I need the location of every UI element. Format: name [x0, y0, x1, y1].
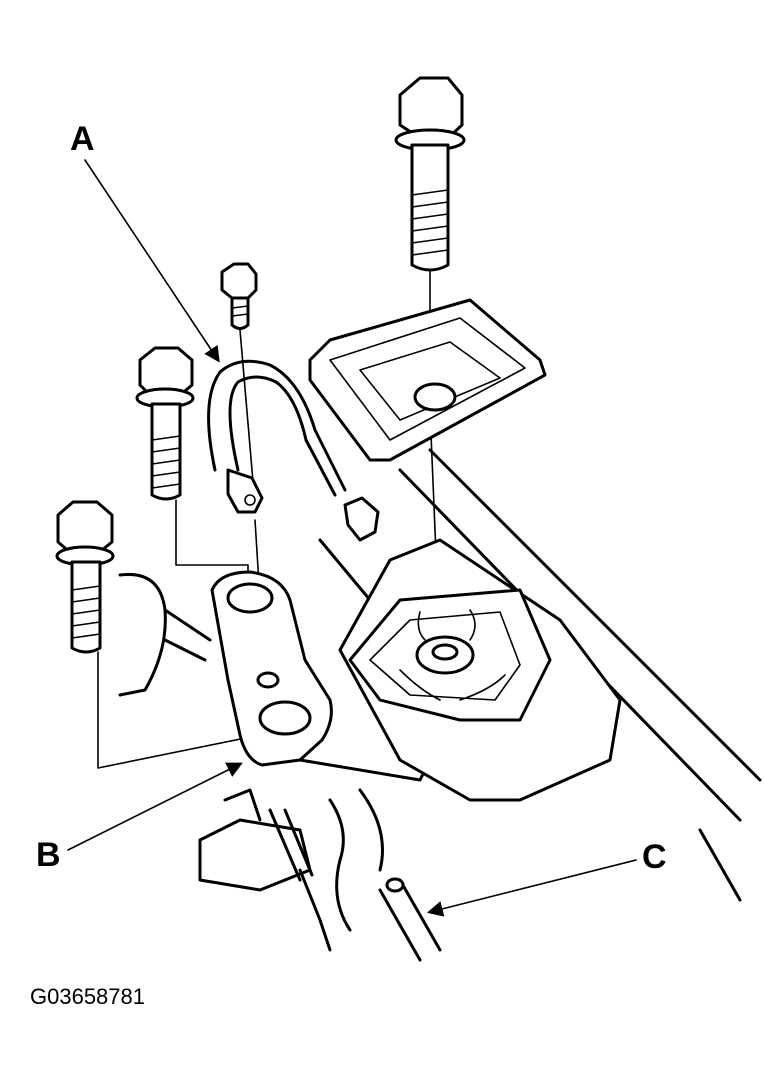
- engine-housing: [118, 572, 212, 697]
- callout-c-label: C: [642, 838, 667, 876]
- callout-a-label: A: [70, 120, 95, 158]
- mount-stopper-pad: [308, 298, 547, 462]
- mount-body: [338, 538, 622, 802]
- figure-id: G03658781: [30, 984, 145, 1009]
- mount-bolt-left: [55, 500, 115, 654]
- cable-bolt-small: [220, 262, 258, 330]
- callout-leaders: [67, 159, 637, 917]
- mount-bolt-large: [394, 76, 466, 272]
- mount-bolt-middle: [135, 346, 195, 501]
- mount-bracket: [210, 570, 442, 782]
- transmission-lower: [198, 788, 442, 962]
- callout-b-label: B: [36, 836, 61, 874]
- ground-cable: [207, 359, 380, 542]
